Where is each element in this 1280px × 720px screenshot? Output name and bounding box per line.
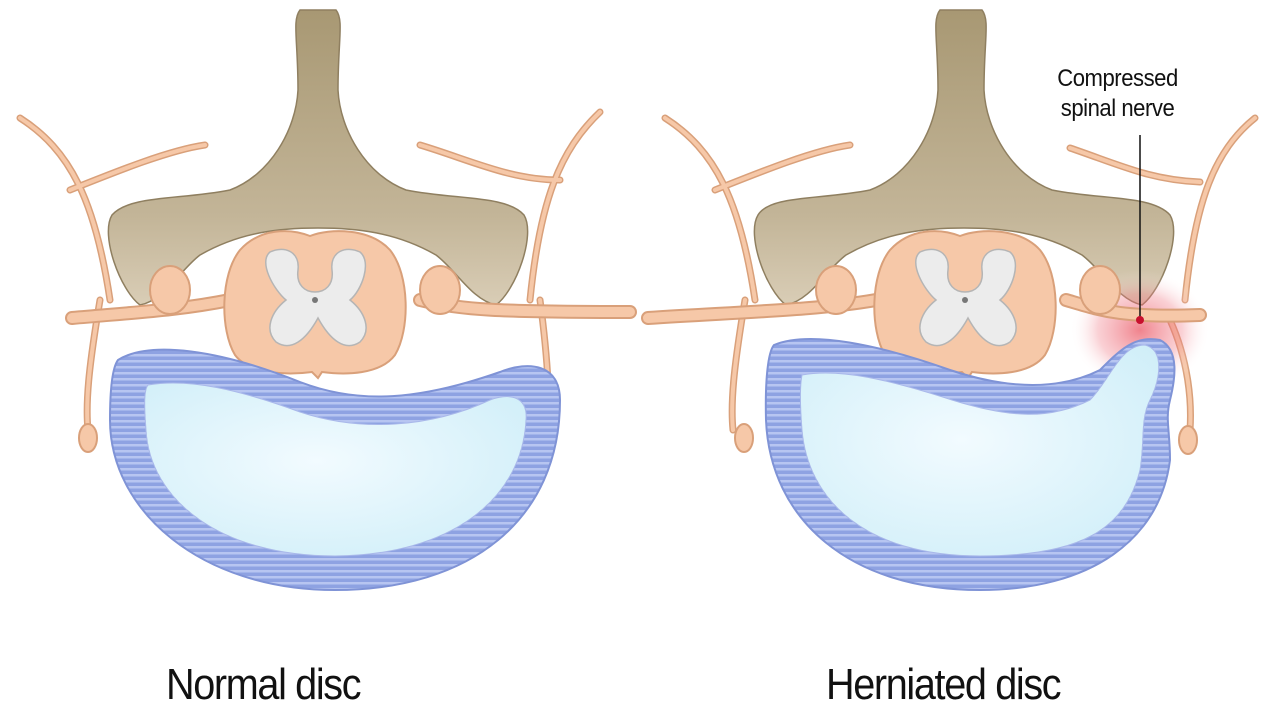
normal-disc-caption: Normal disc xyxy=(166,660,362,709)
herniated-disc-caption: Herniated disc xyxy=(826,660,1062,709)
annotation-line-2: spinal nerve xyxy=(1060,95,1175,122)
nucleus-pulposus-herniated xyxy=(800,344,1160,557)
normal-disc-illustration xyxy=(16,9,637,592)
normal-disc-panel: Normal disc xyxy=(16,9,637,709)
vertebra-bone xyxy=(753,9,1175,306)
herniated-disc-panel: Herniated disc xyxy=(640,0,1280,720)
vertebra-bone xyxy=(107,9,529,306)
nucleus-pulposus xyxy=(144,382,527,557)
nerve-ganglion-tip xyxy=(78,423,98,453)
dorsal-root-ganglion xyxy=(149,265,191,315)
herniated-disc-illustration xyxy=(641,9,1259,592)
annotation-line-1: Compressed xyxy=(1057,65,1178,92)
compression-point-icon xyxy=(1136,316,1144,324)
compressed-nerve-annotation: Compressed spinal nerve xyxy=(1057,64,1178,124)
